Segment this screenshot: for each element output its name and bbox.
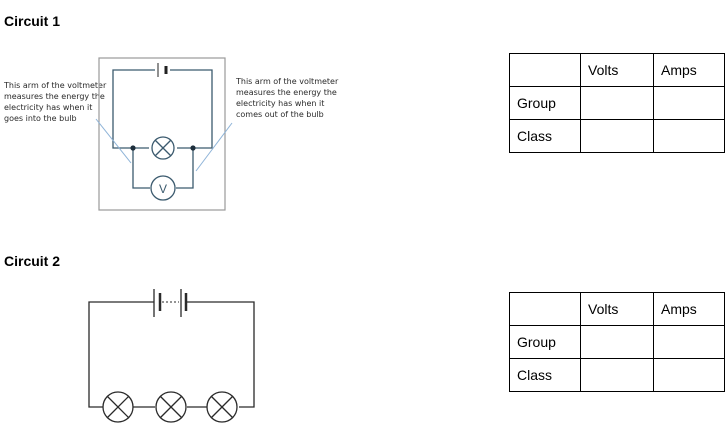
circuit-1-frame: [98, 57, 226, 211]
volts-header: Volts: [580, 53, 654, 87]
circuit-2-results-table: Volts Amps Group Class: [509, 292, 725, 392]
class-amps-cell[interactable]: [653, 119, 725, 153]
group-amps-cell[interactable]: [653, 325, 725, 359]
voltmeter-symbol: V: [150, 175, 176, 201]
svg-text:V: V: [159, 182, 167, 196]
circuit-1-results-table: Volts Amps Group Class: [509, 53, 725, 153]
volts-header: Volts: [580, 292, 654, 326]
class-amps-cell[interactable]: [653, 358, 725, 392]
circuit-2-diagram: [88, 289, 255, 408]
group-amps-cell[interactable]: [653, 86, 725, 120]
right-note-pointer: [195, 122, 233, 172]
circuit-2-bulb-2: [155, 391, 187, 423]
row-label-group: Group: [509, 86, 581, 120]
class-volts-cell[interactable]: [580, 358, 654, 392]
circuit-2-bulb-1: [102, 391, 134, 423]
amps-header: Amps: [653, 292, 725, 326]
table-header-row: Volts Amps: [509, 292, 725, 326]
left-note-pointer: [95, 118, 132, 164]
junction-dot-left: [130, 145, 136, 151]
row-label-class: Class: [509, 358, 581, 392]
table-row: Group: [509, 86, 725, 120]
circuit-1-title: Circuit 1: [4, 13, 61, 29]
table-corner-cell: [509, 53, 581, 87]
group-volts-cell[interactable]: [580, 86, 654, 120]
table-row: Class: [509, 119, 725, 153]
table-row: Group: [509, 325, 725, 359]
circuit-1-bulb: [151, 136, 175, 160]
circuit-2-title: Circuit 2: [4, 253, 61, 269]
voltmeter-input-note: This arm of the voltmeter measures the e…: [4, 81, 107, 123]
row-label-class: Class: [509, 119, 581, 153]
row-label-group: Group: [509, 325, 581, 359]
voltmeter-output-note: This arm of the voltmeter measures the e…: [236, 77, 339, 119]
table-row: Class: [509, 358, 725, 392]
amps-header: Amps: [653, 53, 725, 87]
table-corner-cell: [509, 292, 581, 326]
table-header-row: Volts Amps: [509, 53, 725, 87]
class-volts-cell[interactable]: [580, 119, 654, 153]
group-volts-cell[interactable]: [580, 325, 654, 359]
circuit-2-bulb-3: [206, 391, 238, 423]
junction-dot-right: [190, 145, 196, 151]
